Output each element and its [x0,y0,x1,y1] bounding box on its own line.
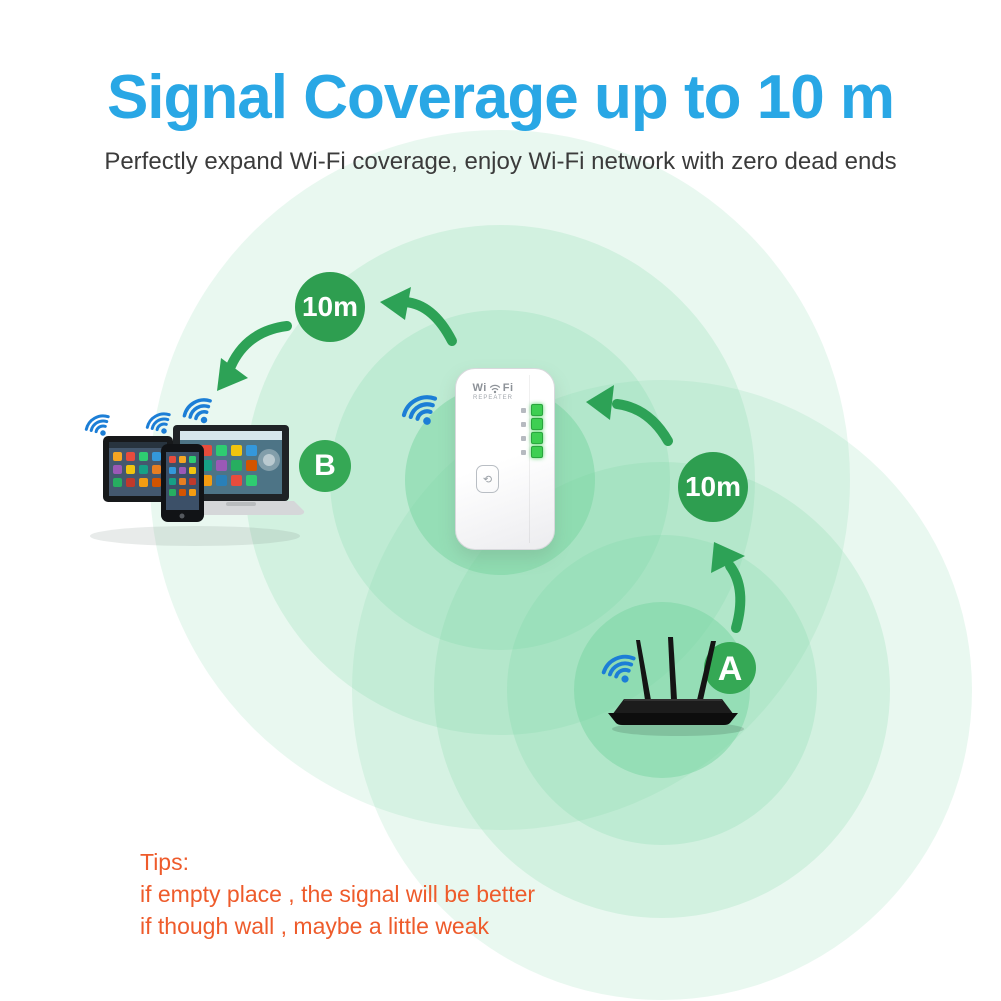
point-a-label: A [718,650,743,688]
tips-line-2: if though wall , maybe a little weak [140,913,490,939]
tablet-app-grid [113,452,161,487]
repeater-brand-fi: Fi [502,382,514,394]
page-subtitle: Perfectly expand Wi-Fi coverage, enjoy W… [104,148,897,175]
tips-heading: Tips: [140,849,189,875]
distance-badge-left-label: 10m [301,291,359,322]
point-badge-a: A [704,642,756,694]
arrow-repeater-to-badge-icon [400,297,457,346]
arrow-router-to-badge-head-icon [711,542,745,573]
tablet-illustration [103,436,173,502]
arrow-icons [217,287,746,633]
router-body [612,699,734,715]
distance-badge-right: 10m [678,452,748,522]
tips-block: Tips: if empty place , the signal will b… [140,846,535,942]
arrow-to-repeater-head-icon [586,385,614,420]
router-antenna-right [697,641,716,700]
repeater-brand-wifi-icon [489,384,500,394]
power-icon [521,407,526,413]
wps-icon [521,421,526,427]
page-title: Signal Coverage up to 10 m [106,63,895,132]
repeater-led-panel [521,404,543,458]
router-reflection [612,722,744,736]
repeater-brand-line2: REPEATER [473,395,513,401]
wps-button-glyph: ⟲ [482,473,493,486]
tips-line-1: if empty place , the signal will be bett… [140,881,536,907]
router-base [608,713,738,725]
phone-app-grid [169,456,196,496]
repeater-led-wifi [521,432,543,444]
wps-button: ⟲ [476,465,499,493]
led-light [531,432,543,444]
wifi-led-icon [521,435,526,441]
repeater-brand: Wi Fi REPEATER [460,382,526,401]
laptop-base [177,501,305,515]
router-illustration [608,637,738,725]
led-light [531,404,543,416]
wifi-icon-repeater [400,392,444,433]
repeater-led-lan [521,446,543,458]
lan-icon [521,449,526,455]
repeater-led-wps [521,418,543,430]
arrow-badge-to-devices-head-icon [217,358,248,391]
repeater-brand-wi: Wi [472,382,487,394]
led-light [531,446,543,458]
devices-reflection [90,526,300,546]
wifi-icon-router [598,649,644,692]
arrow-badge-to-devices-icon [226,321,292,371]
point-b-label: B [314,449,336,482]
repeater-device: Wi Fi REPEATER ⟲ [455,368,555,550]
distance-badge-left: 10m [295,272,365,342]
led-light [531,418,543,430]
wifi-icon-phone [143,408,178,442]
distance-badge-right-label: 10m [684,471,742,502]
point-badge-b: B [299,440,351,492]
repeater-seam [529,375,530,543]
arrow-to-repeater-icon [612,399,673,446]
arrow-repeater-to-badge-head-icon [380,287,411,320]
router-antenna-middle [668,637,677,700]
router-antenna-left [636,640,651,700]
smartphone-illustration [161,444,204,522]
wifi-icon-laptop [179,393,221,432]
repeater-led-power [521,404,543,416]
arrow-router-to-badge-icon [725,561,746,633]
